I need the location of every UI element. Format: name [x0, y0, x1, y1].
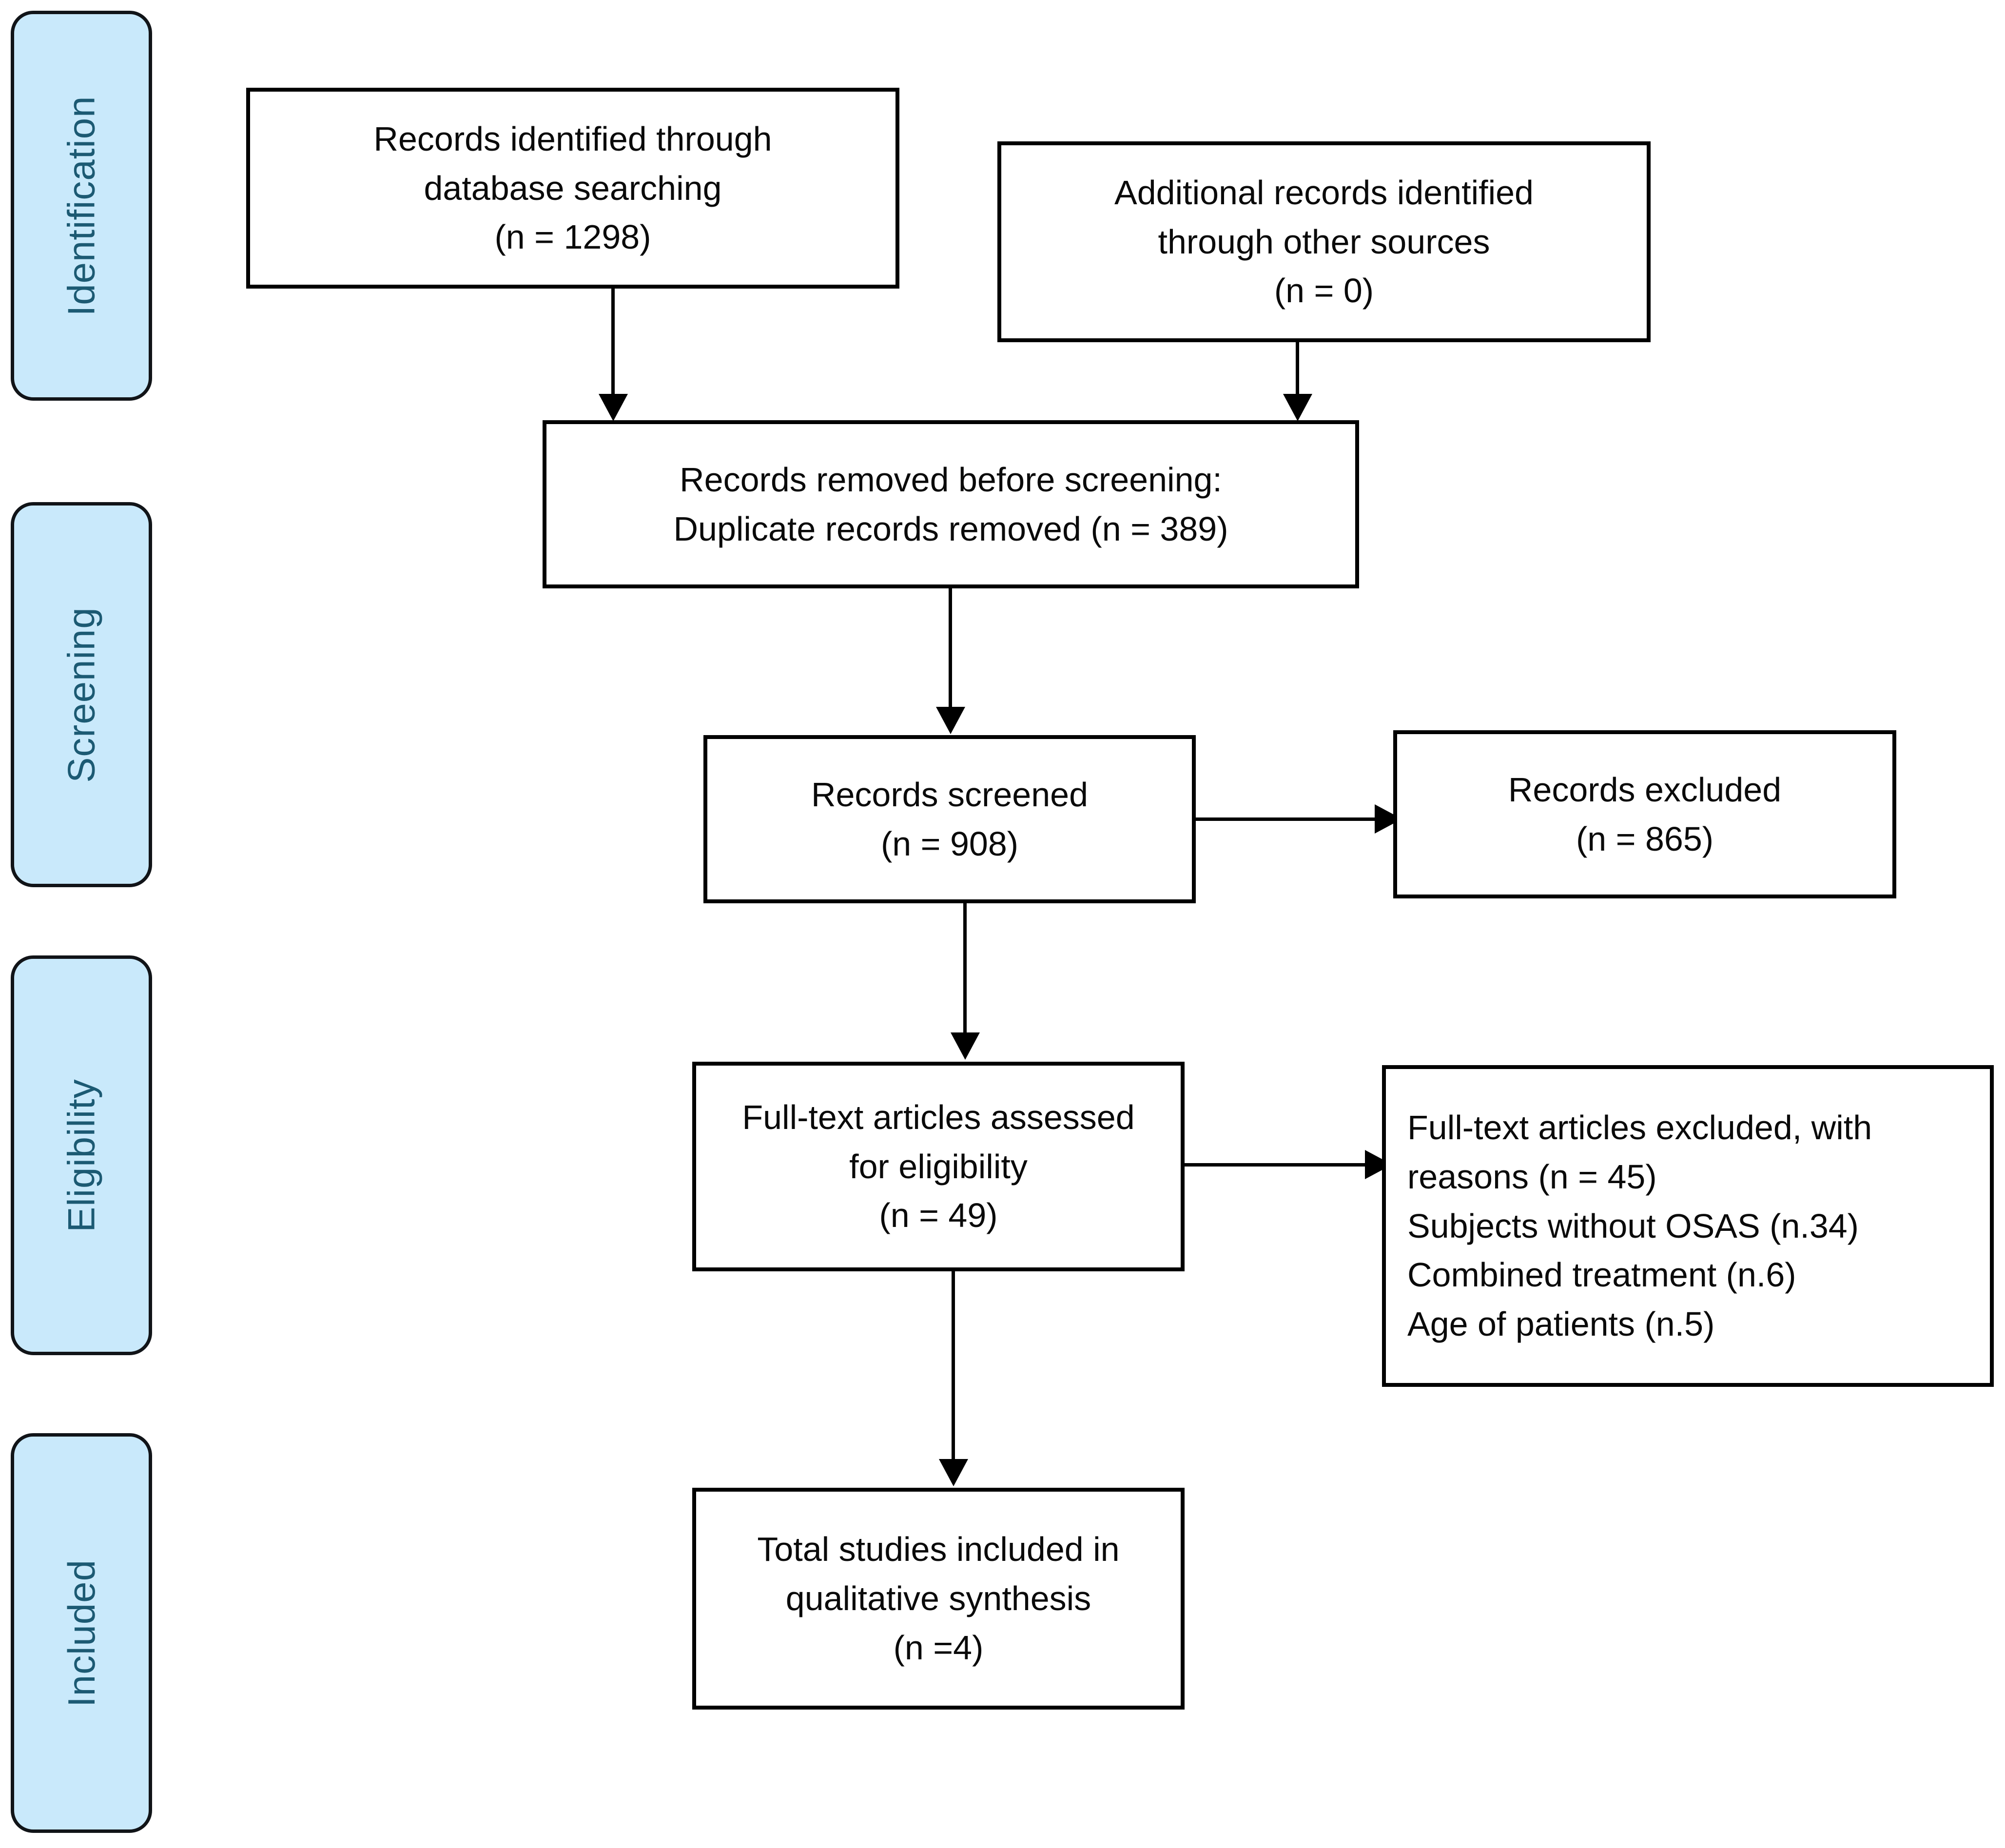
node-line: (n = 908) — [880, 824, 1019, 863]
node-line: Additional records identified — [1114, 173, 1534, 212]
node-line: reasons (n = 45) — [1407, 1157, 1657, 1196]
node-line: (n = 0) — [1274, 272, 1374, 310]
node-line: (n = 1298) — [494, 218, 651, 256]
node-line: (n =4) — [893, 1628, 984, 1667]
stage-identification-label: Identification — [59, 96, 103, 316]
node-line: Duplicate records removed (n = 389) — [673, 509, 1228, 548]
node-line: Full-text articles excluded, with — [1407, 1109, 1872, 1147]
stage-included-label: Included — [59, 1559, 103, 1707]
connector-other-to-removed-line — [1296, 342, 1299, 401]
node-fulltext-excluded-with-reasons: Full-text articles excluded, with reason… — [1382, 1065, 1994, 1387]
node-records-screened: Records screened (n = 908) — [703, 735, 1196, 903]
node-fulltext-assessed: Full-text articles assessed for eligibil… — [692, 1062, 1185, 1271]
node-line: Full-text articles assessed — [742, 1098, 1135, 1136]
node-line: Total studies included in — [757, 1530, 1120, 1569]
stage-eligibility: Eligibility — [11, 955, 152, 1355]
node-total-studies-included: Total studies included in qualitative sy… — [692, 1488, 1185, 1710]
stage-identification: Identification — [11, 11, 152, 401]
connector-fulltext-to-included-line — [952, 1271, 955, 1461]
stage-included: Included — [11, 1433, 152, 1833]
node-line: Records screened — [811, 775, 1089, 814]
node-records-removed-before-screening: Records removed before screening: Duplic… — [543, 420, 1359, 588]
connector-screened-to-fulltext-line — [963, 903, 967, 1035]
node-line: Age of patients (n.5) — [1407, 1305, 1715, 1343]
node-line: Combined treatment (n.6) — [1407, 1256, 1796, 1294]
node-line: Records identified through — [373, 119, 772, 158]
connector-db-to-removed-arrow — [599, 394, 628, 421]
node-records-excluded: Records excluded (n = 865) — [1393, 730, 1896, 898]
connector-screened-to-excluded-line — [1196, 817, 1376, 821]
node-line: database searching — [424, 169, 722, 207]
stage-screening-label: Screening — [59, 606, 103, 783]
node-line: Subjects without OSAS (n.34) — [1407, 1206, 1859, 1245]
node-line: (n = 865) — [1576, 819, 1714, 858]
node-line: for eligibility — [849, 1147, 1028, 1186]
connector-removed-to-screened-line — [949, 588, 952, 710]
node-line: Records excluded — [1508, 770, 1782, 809]
connector-fulltext-to-included-arrow — [939, 1459, 968, 1486]
node-records-identified-database: Records identified through database sear… — [246, 88, 899, 289]
connector-db-to-removed-line — [611, 289, 615, 401]
connector-fulltext-to-excluded-line — [1185, 1163, 1367, 1167]
node-additional-records-other-sources: Additional records identified through ot… — [997, 141, 1651, 342]
stage-eligibility-label: Eligibility — [59, 1078, 103, 1232]
connector-other-to-removed-arrow — [1283, 394, 1312, 421]
connector-removed-to-screened-arrow — [936, 707, 965, 734]
connector-screened-to-fulltext-arrow — [951, 1032, 980, 1060]
node-line: (n = 49) — [879, 1196, 998, 1235]
node-line: through other sources — [1158, 222, 1490, 261]
stage-screening: Screening — [11, 502, 152, 887]
node-line: Records removed before screening: — [680, 460, 1222, 499]
node-line: qualitative synthesis — [785, 1579, 1091, 1618]
